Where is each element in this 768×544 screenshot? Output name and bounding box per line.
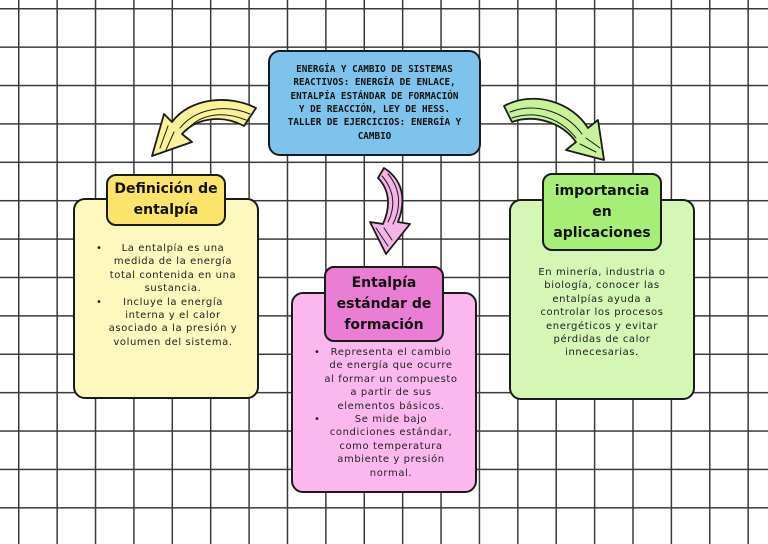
definition-card-title: Definición de entalpía [106, 174, 226, 226]
bullet-line: de energía que ocurre [318, 359, 464, 372]
applications-line: energéticos y evitar [524, 320, 680, 333]
applications-line: innecesarias. [524, 346, 680, 359]
central-line: ENTALPÍA ESTÁNDAR DE FORMACIÓN [288, 90, 462, 103]
applications-card-title: importancia en aplicaciones [542, 173, 662, 251]
central-line: ENERGÍA Y CAMBIO DE SISTEMAS [288, 63, 462, 76]
applications-line: entalpías ayuda a [524, 293, 680, 306]
definition-bullet: La entalpía es una medida de la energía … [100, 242, 246, 296]
bullet-line: La entalpía es una [100, 242, 246, 255]
bullet-line: normal. [318, 467, 464, 480]
bullet-line: como temperatura [318, 440, 464, 453]
formation-title-line: estándar de [337, 294, 432, 315]
applications-line: controlar los procesos [524, 306, 680, 319]
bullet-line: sustancia. [100, 282, 246, 295]
formation-bullet: Representa el cambio de energía que ocur… [318, 346, 464, 413]
bullet-line: total contenida en una [100, 269, 246, 282]
bullet-line: al formar un compuesto [318, 373, 464, 386]
bullet-line: Representa el cambio [318, 346, 464, 359]
definition-card-body: La entalpía es una medida de la energía … [100, 242, 246, 349]
applications-line: En minería, industria o [524, 266, 680, 279]
arrow-middle-shape [370, 168, 410, 254]
bullet-line: Incluye la energía [100, 296, 246, 309]
applications-title-line: aplicaciones [553, 223, 650, 244]
applications-title-line: importancia [553, 181, 650, 202]
definition-title-line: entalpía [114, 200, 217, 221]
applications-card-body: En minería, industria o biología, conoce… [524, 266, 680, 360]
bullet-line: ambiente y presión [318, 453, 464, 466]
central-line: TALLER DE EJERCICIOS: ENERGÍA Y [288, 116, 462, 129]
arrow-right-shape [504, 99, 604, 160]
bullet-line: elementos básicos. [318, 400, 464, 413]
applications-line: pérdidas de calor [524, 333, 680, 346]
applications-line: biología, conocer las [524, 279, 680, 292]
bullet-line: Se mide bajo [318, 413, 464, 426]
definition-bullet: Incluye la energía interna y el calor as… [100, 296, 246, 350]
formation-title-line: formación [337, 315, 432, 336]
central-line: REACTIVOS: ENERGÍA DE ENLACE, [288, 76, 462, 89]
applications-title-line: en [553, 202, 650, 223]
formation-bullet: Se mide bajo condiciones estándar, como … [318, 413, 464, 480]
central-topic-text: ENERGÍA Y CAMBIO DE SISTEMAS REACTIVOS: … [282, 63, 468, 143]
central-topic-box: ENERGÍA Y CAMBIO DE SISTEMAS REACTIVOS: … [268, 50, 481, 156]
standard-formation-card-title: Entalpía estándar de formación [324, 266, 444, 342]
bullet-line: medida de la energía [100, 255, 246, 268]
standard-formation-card-body: Representa el cambio de energía que ocur… [318, 346, 464, 480]
central-line: Y DE REACCIÓN, LEY DE HESS. [288, 103, 462, 116]
bullet-line: asociado a la presión y [100, 322, 246, 335]
definition-title-line: Definición de [114, 179, 217, 200]
formation-title-line: Entalpía [337, 273, 432, 294]
central-line: CAMBIO [288, 130, 462, 143]
bullet-line: interna y el calor [100, 309, 246, 322]
bullet-line: condiciones estándar, [318, 426, 464, 439]
bullet-line: a partir de sus [318, 386, 464, 399]
bullet-line: volumen del sistema. [100, 336, 246, 349]
